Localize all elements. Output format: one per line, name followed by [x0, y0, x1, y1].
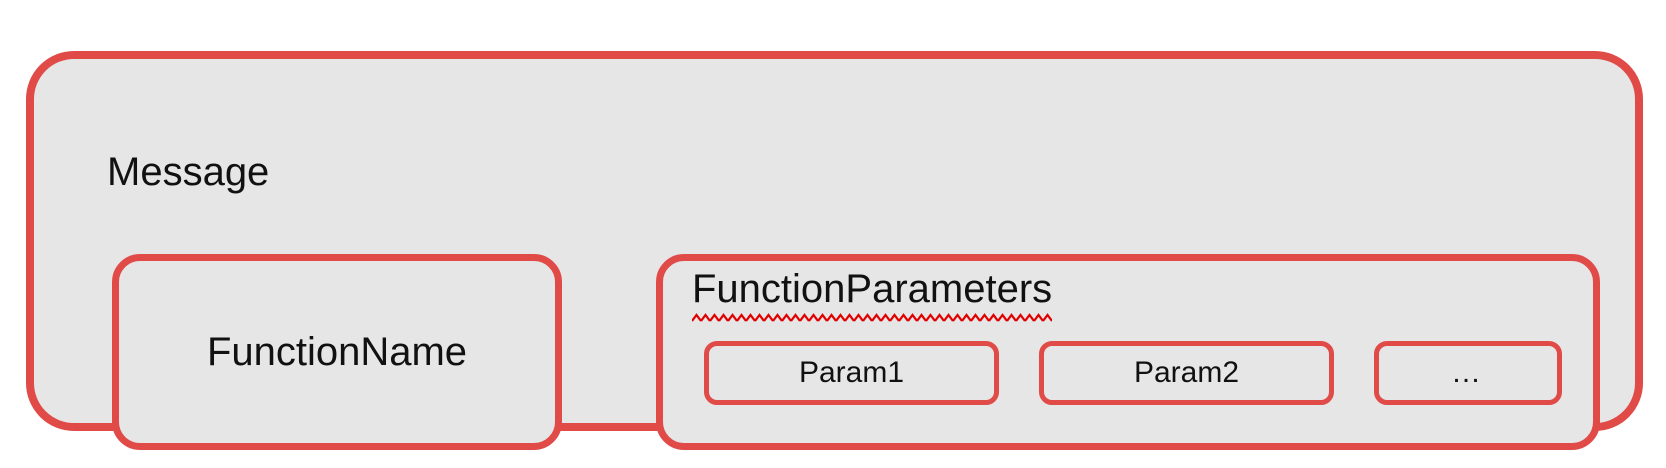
- function-name-label: FunctionName: [206, 329, 468, 374]
- function-name-box: FunctionName: [112, 254, 562, 450]
- param1-label: Param1: [798, 356, 905, 389]
- function-parameters-label: FunctionParameters: [692, 267, 1053, 311]
- message-box: Message FunctionName FunctionParameters: [26, 51, 1643, 450]
- param2-label: Param2: [1133, 356, 1240, 389]
- squiggle-underline-icon: [692, 313, 1053, 324]
- param2-box: Param2: [1039, 341, 1334, 405]
- message-label: Message: [107, 150, 270, 194]
- param-ellipsis-box: …: [1374, 341, 1562, 405]
- function-parameters-box: FunctionParameters Param1 Param2: [656, 254, 1600, 450]
- param-row: Param1 Param2 …: [704, 341, 1562, 405]
- param-ellipsis-label: …: [1451, 356, 1485, 389]
- function-parameters-label-wrap: FunctionParameters: [692, 266, 1053, 324]
- param1-box: Param1: [704, 341, 999, 405]
